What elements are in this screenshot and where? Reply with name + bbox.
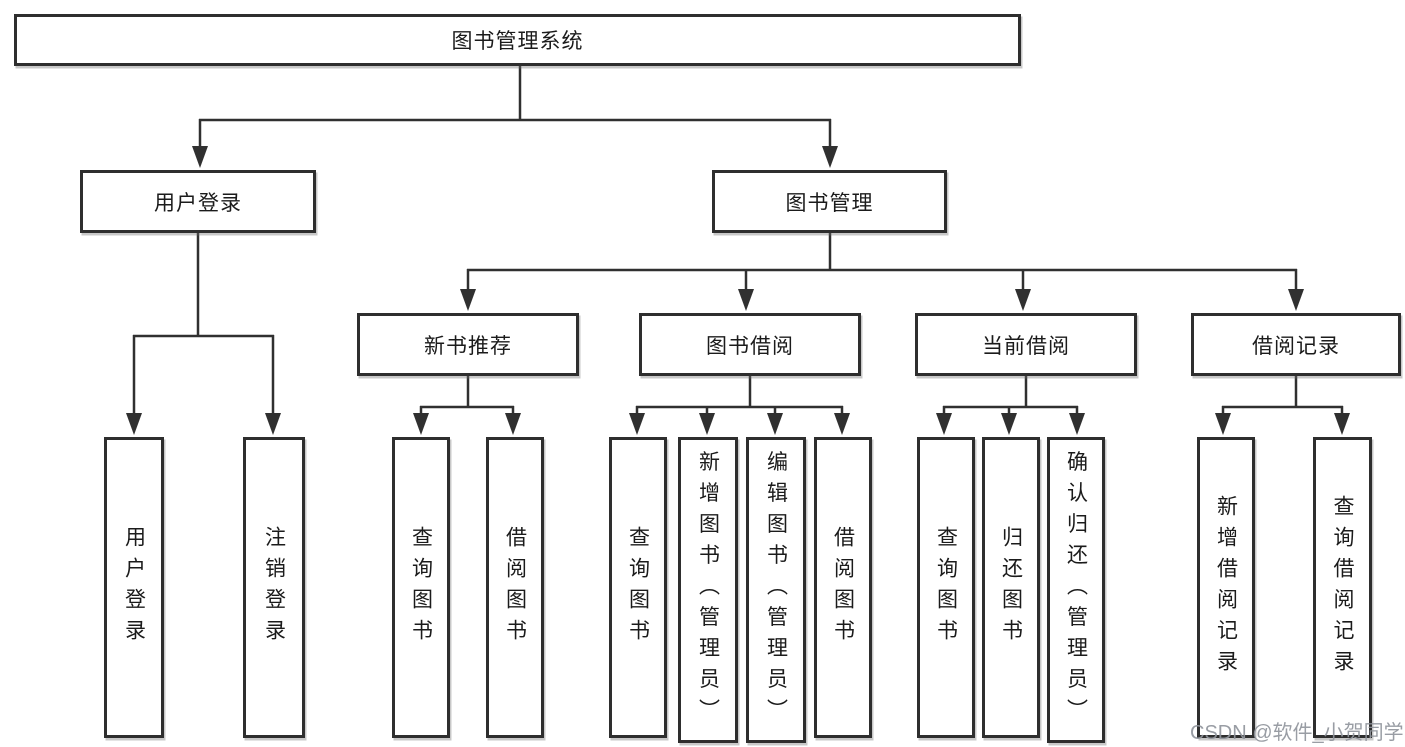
- leaf-confirm-return-admin-label: 确认归还（管理员）: [1064, 450, 1088, 730]
- leaf-add-book-admin: 新增图书（管理员）: [678, 437, 738, 743]
- leaf-query-books-2: 查询图书: [609, 437, 667, 738]
- leaf-query-borrow-record-label: 查询借阅记录: [1331, 494, 1354, 681]
- leaf-query-borrow-record: 查询借阅记录: [1313, 437, 1372, 738]
- leaf-query-books-1-label: 查询图书: [409, 525, 433, 650]
- leaf-borrow-books-1: 借阅图书: [486, 437, 544, 738]
- leaf-query-books-1: 查询图书: [392, 437, 450, 738]
- node-book-borrowing: 图书借阅: [639, 313, 861, 376]
- csdn-watermark: CSDN @软件_小贺同学: [1190, 722, 1404, 744]
- arrowhead-icons: [126, 146, 1350, 435]
- node-borrowing-records: 借阅记录: [1191, 313, 1401, 376]
- node-root: 图书管理系统: [14, 14, 1021, 66]
- leaf-confirm-return-admin: 确认归还（管理员）: [1047, 437, 1105, 743]
- leaf-query-books-3-label: 查询图书: [934, 525, 958, 650]
- leaf-edit-book-admin-label: 编辑图书（管理员）: [764, 450, 788, 730]
- leaf-user-login: 用户登录: [104, 437, 164, 738]
- leaf-borrow-books-2: 借阅图书: [814, 437, 872, 738]
- node-borrowing-records-label: 借阅记录: [1252, 334, 1340, 358]
- node-book-management: 图书管理: [712, 170, 947, 233]
- node-book-management-label: 图书管理: [785, 191, 874, 215]
- leaf-borrow-books-1-label: 借阅图书: [503, 525, 527, 650]
- leaf-logout-label: 注销登录: [262, 525, 286, 650]
- node-current-borrowing: 当前借阅: [915, 313, 1137, 376]
- leaf-add-book-admin-label: 新增图书（管理员）: [696, 450, 720, 730]
- node-book-borrowing-label: 图书借阅: [706, 334, 794, 358]
- leaf-logout: 注销登录: [243, 437, 305, 738]
- leaf-return-books-label: 归还图书: [999, 525, 1023, 650]
- node-user-login-label: 用户登录: [154, 191, 242, 215]
- leaf-borrow-books-2-label: 借阅图书: [831, 525, 855, 650]
- leaf-return-books: 归还图书: [982, 437, 1040, 738]
- node-root-label: 图书管理系统: [451, 30, 584, 53]
- node-new-book-recommend: 新书推荐: [357, 313, 579, 376]
- leaf-add-borrow-record: 新增借阅记录: [1197, 437, 1255, 738]
- leaf-query-books-2-label: 查询图书: [626, 525, 650, 650]
- node-current-borrowing-label: 当前借阅: [982, 334, 1070, 358]
- leaf-add-borrow-record-label: 新增借阅记录: [1214, 494, 1238, 681]
- leaf-edit-book-admin: 编辑图书（管理员）: [746, 437, 806, 743]
- leaf-user-login-label: 用户登录: [122, 525, 146, 650]
- leaf-query-books-3: 查询图书: [917, 437, 975, 738]
- node-new-book-recommend-label: 新书推荐: [424, 334, 512, 358]
- node-user-login: 用户登录: [80, 170, 316, 233]
